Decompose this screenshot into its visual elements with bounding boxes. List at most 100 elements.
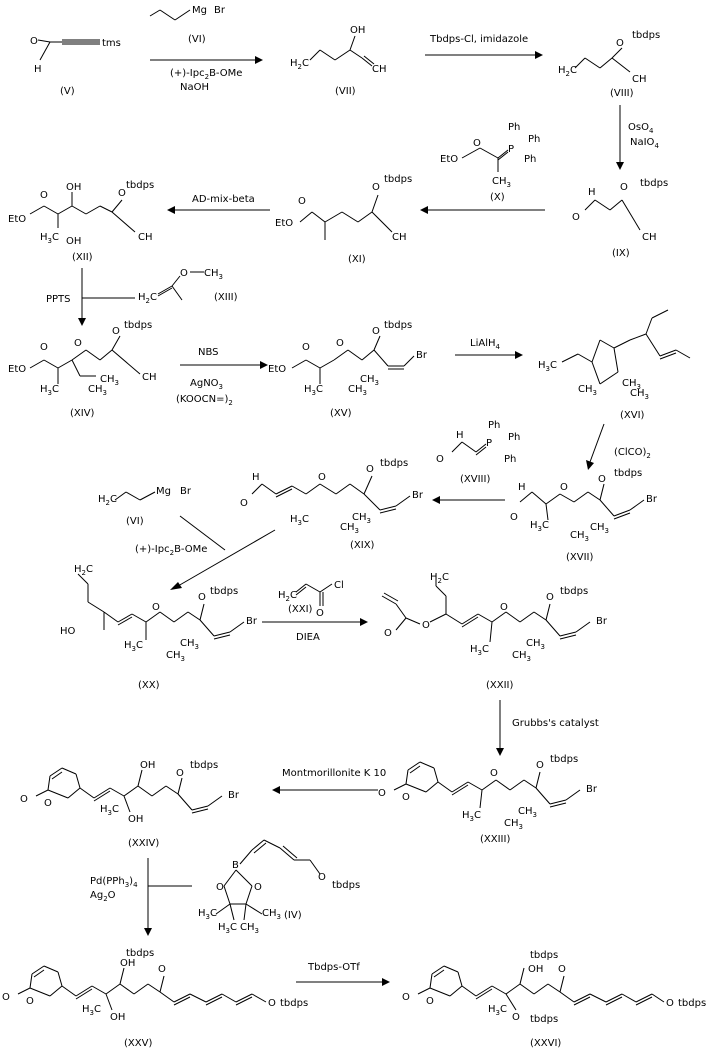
reagent-nbs: NBS [198,347,219,358]
compound-label-XI: (XI) [348,254,366,265]
compound-XVII: H O O O tbdps Br H3C CH3 CH3 (XVII) [510,468,658,563]
atom-CH3: CH3 [518,806,537,819]
compound-label-XX: (XX) [138,680,160,691]
reagent-ag2o: Ag2O [90,890,116,903]
arrow-XVII-to-XIX [432,496,505,504]
atom-O: O [240,498,248,509]
atom-O: O [422,620,430,631]
atom-tbdps: tbdps [332,880,360,891]
atom-O: O [316,608,324,619]
atom-CH: CH [138,232,153,243]
atom-CH3: CH3 [630,388,649,401]
compound-XV: EtO O O O tbdps Br H3C CH3 CH3 (XV) [268,320,428,419]
atom-H3C: H3C [198,908,217,921]
compound-label-XVI: (XVI) [620,410,645,421]
atom-tbdps: tbdps [384,320,412,331]
arrow-XXV-to-XXVI: Tbdps-OTf [296,962,390,986]
compound-label-IX: (IX) [612,248,630,259]
atom-tbdps: tbdps [280,998,308,1009]
atom-CH3: CH3 [204,268,223,281]
compound-XXIV: O O OH O tbdps Br H3C OH (XXIV) [20,760,240,849]
arrow-XX-to-XXII: H2C Cl O (XXI) DIEA [262,580,368,643]
atom-O: O [176,768,184,779]
atom-O: O [372,182,380,193]
atom-H: H [34,64,42,75]
atom-H3C: H3C [538,360,557,373]
atom-H3C: H3C [290,514,309,527]
compound-IX: H O O tbdps CH (IX) [572,178,668,259]
atom-Br: Br [596,616,608,627]
arrow-XI-to-XII: AD-mix-beta [167,194,270,214]
atom-EtO: EtO [440,154,458,165]
reagent-oxamate: (KOOCN=)2 [176,394,233,407]
atom-OH: OH [66,182,81,193]
reagent-tbdpscl: Tbdps-Cl, imidazole [429,34,528,45]
atom-H3C: H3C [40,232,59,245]
atom-H: H [456,430,464,441]
atom-O: O [158,964,166,975]
compound-label-VI: (VI) [188,34,206,45]
compound-IV: B O O O tbdps H3C H3C CH3 CH3 (IV) [198,839,360,935]
atom-O: O [572,212,580,223]
atom-CH3: CH3 [88,384,107,397]
atom-O: O [336,338,344,349]
atom-CH3: CH3 [352,512,371,525]
reagent-diea: DIEA [296,632,320,643]
atom-EtO: EtO [275,218,293,229]
atom-EtO: EtO [8,364,26,375]
atom-Br: Br [586,784,598,795]
atom-tbdps: tbdps [384,174,412,185]
atom-O: O [512,1012,520,1023]
compound-label-XVIII: (XVIII) [460,474,490,485]
atom-EtO: EtO [8,214,26,225]
reagent-pdpph3: Pd(PPh3)4 [90,876,138,889]
atom-CH3: CH3 [504,818,523,831]
atom-EtO: EtO [268,364,286,375]
atom-CH3: CH3 [340,522,359,535]
atom-O: O [436,454,444,465]
compound-label-XIII: (XIII) [214,292,238,303]
atom-Ph: Ph [508,122,520,133]
atom-tbdps: tbdps [640,178,668,189]
atom-H: H [252,472,260,483]
atom-O: O [490,768,498,779]
atom-OH: OH [528,964,543,975]
compound-label-IV: (IV) [284,910,302,921]
arrow-XII-to-XIV: PPTS [46,268,135,326]
atom-Br: Br [416,350,428,361]
arrow-XVI-to-XVII: (ClCO)2 [586,423,651,470]
atom-tbdps: tbdps [126,948,154,959]
atom-tbdps: tbdps [380,458,408,469]
atom-CH: CH [642,232,657,243]
compound-XX: H2C HO O O tbdps Br H3C CH3 CH3 (XX) [60,564,258,691]
atom-H: H [588,187,596,198]
atom-tms: tms [102,38,121,49]
arrow-V-to-VII: Mg Br (VI) (+)-Ipc2B-OMe NaOH [149,5,263,93]
compound-label-XXII: (XXII) [486,680,514,691]
atom-O: O [44,798,52,809]
compound-VII: H2C OH CH (VII) [290,25,387,97]
atom-O: O [268,998,276,1009]
compound-XIV: EtO O O O tbdps H3C CH3 CH3 CH (XIV) [8,320,157,419]
arrow-XXIII-to-XXIV: Montmorillonite K 10 [272,768,386,794]
atom-O: O [318,872,326,883]
atom-O: O [372,326,380,337]
atom-CH3: CH3 [570,530,589,543]
atom-HO: HO [60,626,76,637]
atom-O: O [26,996,34,1007]
compound-XII: EtO O OH O tbdps H3C OH CH (XII) [8,180,154,263]
atom-O: O [546,592,554,603]
atom-Mg: Mg [192,5,207,16]
atom-tbdps: tbdps [560,586,588,597]
atom-H3C: H3C [218,922,237,935]
atom-Br: Br [180,486,192,497]
atom-H3C: H3C [530,520,549,533]
compound-label-XIX: (XIX) [350,540,375,551]
atom-CH3: CH3 [590,522,609,535]
arrow-VIII-to-IX: OsO4 NaIO4 [616,105,659,170]
atom-O: O [616,38,624,49]
atom-CH3: CH3 [100,374,119,387]
atom-H2C: H2C [430,572,449,585]
atom-OH: OH [350,25,365,36]
